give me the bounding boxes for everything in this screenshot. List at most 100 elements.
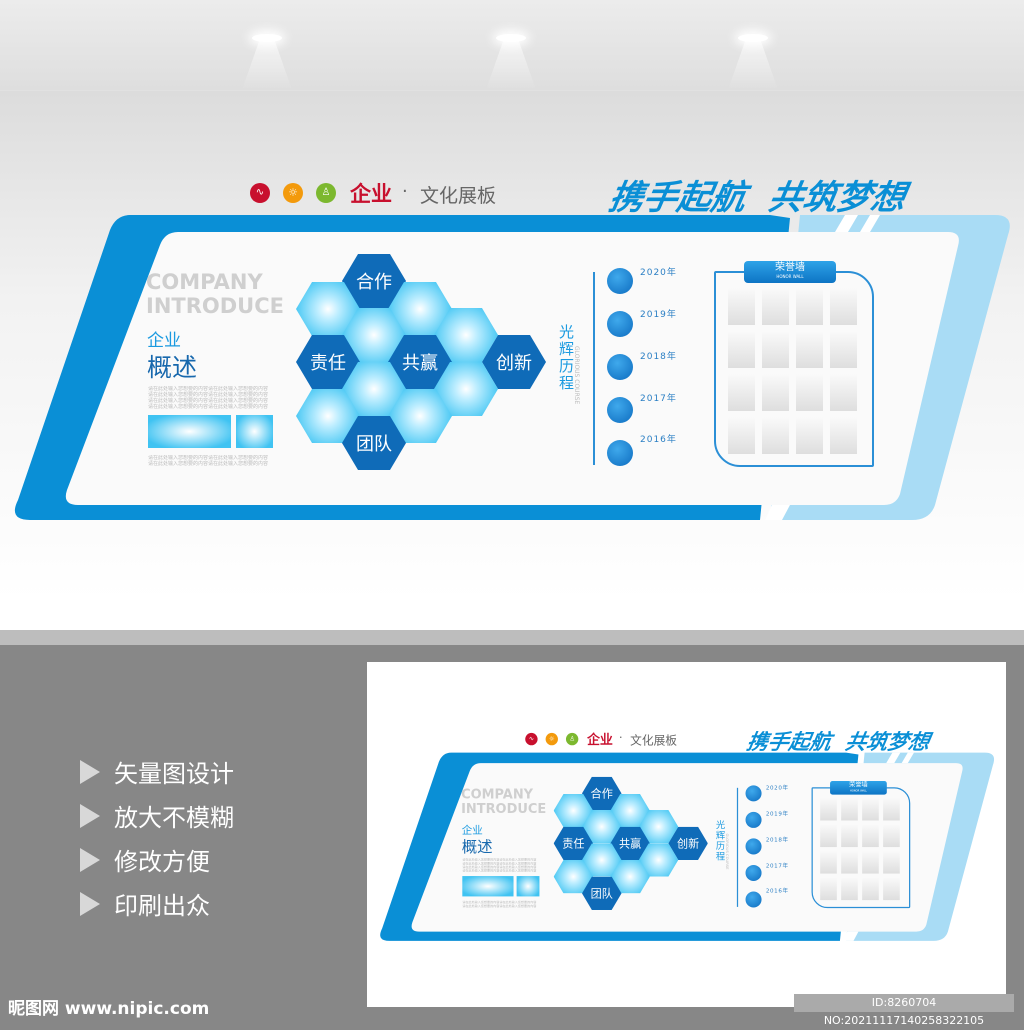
spotlight	[496, 34, 526, 42]
triangle-icon	[80, 759, 100, 784]
timeline-dot	[607, 440, 633, 466]
title-gray: 文化展板	[420, 185, 497, 207]
spotlight	[738, 34, 768, 42]
honor-wall-title: 荣誉墙	[775, 262, 805, 273]
wall-mockup: ∿ ☼ ♙ 企业 · 文化展板 携手起航 共筑梦想 COMPANY INTROD…	[0, 0, 1024, 630]
honor-wall-subtitle: HONOR WALL	[776, 274, 804, 279]
en-title-2: INTRODUCE	[461, 801, 547, 817]
feature-item: 印刷出众	[80, 886, 210, 921]
honor-slot	[820, 797, 837, 821]
timeline-line	[736, 787, 739, 907]
en-title-2: INTRODUCE	[146, 294, 284, 318]
honor-slot	[820, 850, 837, 874]
honor-slot	[728, 374, 755, 411]
feature-label: 矢量图设计	[114, 760, 234, 788]
honor-slot	[841, 797, 858, 821]
triangle-icon	[80, 891, 100, 916]
honor-slot	[830, 374, 857, 411]
year-label: 2020年	[765, 785, 789, 792]
title-dot: ·	[619, 731, 623, 745]
board-preview: ∿ ☼ ♙ 企业 · 文化展板 携手起航 共筑梦想 COMPANY INTROD…	[367, 662, 1006, 1007]
honor-wall-header: 荣誉墙 HONOR WALL	[830, 781, 887, 795]
title-red: 企业	[586, 732, 613, 748]
pulse-icon: ∿	[250, 183, 270, 203]
history-subtitle: GLORIOUS COURSE	[724, 833, 729, 870]
honor-wall-header: 荣誉墙 HONOR WALL	[744, 261, 836, 283]
timeline-dot	[745, 811, 762, 828]
feature-label: 放大不模糊	[114, 804, 234, 832]
honor-slot	[796, 374, 823, 411]
site-logo: 昵图网 www.nipic.com	[8, 999, 210, 1019]
year-label: 2018年	[765, 837, 789, 844]
intro-image-1	[148, 415, 231, 448]
honor-slot	[883, 797, 900, 821]
intro-text-2: 请在此处输入您想要的内容请在此处输入您想要的内容请在此处输入您想要的内容请在此处…	[462, 900, 537, 909]
year-label: 2020年	[640, 268, 677, 278]
person-icon: ♙	[565, 732, 579, 746]
timeline-dot	[745, 838, 762, 855]
year-label: 2017年	[640, 394, 677, 404]
title-gray: 文化展板	[630, 734, 678, 748]
honor-slot	[820, 877, 837, 901]
honor-slot	[762, 331, 789, 368]
honor-slot	[830, 331, 857, 368]
honor-wall-title: 荣誉墙	[849, 781, 868, 789]
honor-slot	[841, 877, 858, 901]
timeline-dot	[745, 891, 762, 908]
feature-label: 修改方便	[114, 848, 210, 876]
year-label: 2019年	[765, 811, 789, 818]
honor-slot	[728, 417, 755, 454]
honor-slot	[830, 288, 857, 325]
triangle-icon	[80, 803, 100, 828]
year-label: 2018年	[640, 352, 677, 362]
honor-slot	[728, 331, 755, 368]
feature-item: 修改方便	[80, 842, 210, 877]
triangle-icon	[80, 847, 100, 872]
intro-text: 请在此处输入您想要的内容请在此处输入您想要的内容请在此处输入您想要的内容请在此处…	[462, 858, 537, 873]
honor-slot	[883, 850, 900, 874]
timeline-dot	[745, 864, 762, 881]
honor-slot	[862, 877, 879, 901]
honor-slot	[762, 417, 789, 454]
honor-slot	[862, 850, 879, 874]
timeline-line	[593, 272, 595, 465]
honor-slot	[820, 824, 837, 848]
feature-item: 放大不模糊	[80, 798, 234, 833]
honor-slot	[883, 877, 900, 901]
intro-text-2: 请在此处输入您想要的内容请在此处输入您想要的内容请在此处输入您想要的内容请在此处…	[148, 455, 269, 467]
intro-image-2	[516, 876, 540, 897]
year-label: 2019年	[640, 310, 677, 320]
intro-big: 概述	[461, 837, 493, 856]
history-title: 光辉历程	[715, 819, 726, 862]
intro-image-2	[236, 415, 273, 448]
honor-slot	[762, 288, 789, 325]
culture-board-preview: ∿ ☼ ♙ 企业 · 文化展板 携手起航 共筑梦想 COMPANY INTROD…	[371, 662, 1003, 1007]
pulse-icon: ∿	[525, 732, 538, 746]
timeline-dot	[607, 268, 633, 294]
honor-slot	[796, 288, 823, 325]
intro-small: 企业	[147, 331, 181, 351]
history-subtitle: GLORIOUS COURSE	[573, 346, 580, 405]
title-dot: ·	[402, 181, 408, 202]
timeline-dot	[607, 397, 633, 423]
year-label: 2017年	[765, 863, 789, 870]
honor-slot	[830, 417, 857, 454]
year-label: 2016年	[640, 435, 677, 445]
sun-icon: ☼	[545, 732, 558, 746]
timeline-dot	[607, 354, 633, 380]
floor	[0, 630, 1024, 645]
feature-item: 矢量图设计	[80, 754, 234, 789]
feature-label: 印刷出众	[114, 892, 210, 920]
honor-slot	[796, 417, 823, 454]
title-red: 企业	[350, 182, 392, 206]
honor-slot	[841, 850, 858, 874]
timeline-dot	[745, 785, 762, 802]
en-title-1: COMPANY	[461, 786, 534, 802]
image-id: ID:8260704 NO:20211117140258322105	[794, 994, 1014, 1027]
intro-small: 企业	[461, 824, 483, 837]
history-title: 光辉历程	[559, 323, 575, 392]
honor-wall-subtitle: HONOR WALL	[850, 789, 867, 793]
honor-slot	[883, 824, 900, 848]
intro-text: 请在此处输入您想要的内容请在此处输入您想要的内容请在此处输入您想要的内容请在此处…	[148, 386, 269, 410]
slogan: 携手起航 共筑梦想	[605, 178, 909, 218]
